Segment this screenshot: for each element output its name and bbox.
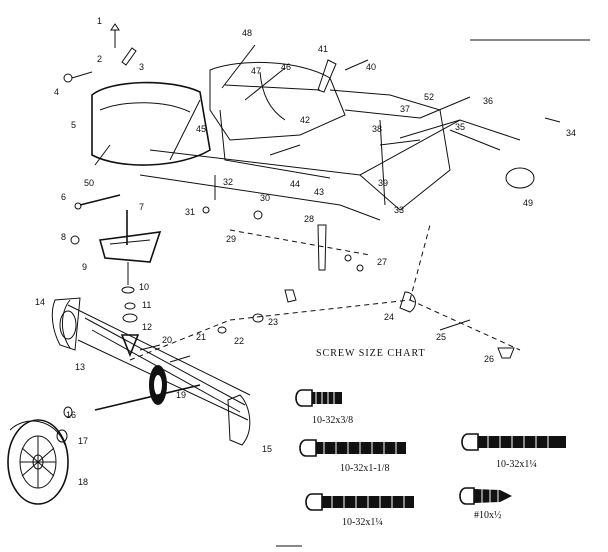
- callout-15: 15: [262, 444, 272, 454]
- screw-label-4: 10-32x1¼: [342, 517, 383, 528]
- callout-18: 18: [78, 477, 88, 487]
- callout-2: 2: [97, 54, 102, 64]
- callout-50: 50: [84, 178, 94, 188]
- callout-6: 6: [61, 192, 66, 202]
- screw-10-32x3-8: [295, 389, 342, 407]
- callout-41: 41: [318, 44, 328, 54]
- screw-10-32x1-1-4-right: [461, 433, 566, 451]
- callout-30: 30: [260, 193, 270, 203]
- callout-21: 21: [196, 332, 206, 342]
- callout-13: 13: [75, 362, 85, 372]
- screw-10-32x1-1-4-bottom: [305, 493, 414, 511]
- callout-16: 16: [66, 410, 76, 420]
- callout-48: 48: [242, 28, 252, 38]
- callout-39: 39: [378, 178, 388, 188]
- callout-44: 44: [290, 179, 300, 189]
- callout-27: 27: [377, 257, 387, 267]
- motor-mount-drawing: [98, 231, 162, 358]
- callout-3: 3: [139, 62, 144, 72]
- callout-14: 14: [35, 297, 45, 307]
- callout-17: 17: [78, 436, 88, 446]
- callout-7: 7: [139, 202, 144, 212]
- callout-52: 52: [424, 92, 434, 102]
- callout-23: 23: [268, 317, 278, 327]
- wheel-drawing: [7, 406, 73, 505]
- callout-5: 5: [71, 120, 76, 130]
- callout-29: 29: [226, 234, 236, 244]
- callout-43: 43: [314, 187, 324, 197]
- screw-chart-title: SCREW SIZE CHART: [316, 348, 426, 359]
- callout-49: 49: [523, 198, 533, 208]
- screw-10x1-2: [459, 487, 512, 505]
- callout-12: 12: [142, 322, 152, 332]
- reel-assembly-drawing: [51, 224, 515, 446]
- callout-40: 40: [366, 62, 376, 72]
- screw-size-chart: SCREW SIZE CHART 10-32x3/8 10-32x1-1/8: [295, 348, 566, 528]
- callout-22: 22: [234, 336, 244, 346]
- callout-45: 45: [196, 124, 206, 134]
- screw-label-1: 10-32x3/8: [312, 415, 353, 426]
- screw-10-32x1-1-8: [299, 439, 406, 457]
- callout-20: 20: [162, 335, 172, 345]
- deck-housing-drawing: [91, 61, 535, 221]
- callout-33: 33: [394, 205, 404, 215]
- callout-46: 46: [281, 62, 291, 72]
- callout-24: 24: [384, 312, 394, 322]
- callout-32: 32: [223, 177, 233, 187]
- callout-1: 1: [97, 16, 102, 26]
- callout-42: 42: [300, 115, 310, 125]
- callout-8: 8: [61, 232, 66, 242]
- callout-26: 26: [484, 354, 494, 364]
- screw-label-3: 10-32x1¼: [496, 459, 537, 470]
- callout-35: 35: [455, 122, 465, 132]
- callout-25: 25: [436, 332, 446, 342]
- screw-label-2: 10-32x1-1/8: [340, 463, 389, 474]
- callout-36: 36: [483, 96, 493, 106]
- assembly-axis-lines: [129, 224, 521, 361]
- callout-31: 31: [185, 207, 195, 217]
- callout-19: 19: [176, 390, 186, 400]
- hardware-parts: [63, 23, 561, 245]
- callout-47: 47: [251, 66, 261, 76]
- callout-37: 37: [400, 104, 410, 114]
- callout-10: 10: [139, 282, 149, 292]
- callout-4: 4: [54, 87, 59, 97]
- callout-9: 9: [82, 262, 87, 272]
- callout-38: 38: [372, 124, 382, 134]
- callout-28: 28: [304, 214, 314, 224]
- callout-labels: 1 2 3 4 5 6 7 8 9 10 11 12 13 14 15 16 1…: [35, 16, 576, 487]
- screw-label-5: #10x½: [474, 510, 502, 521]
- callout-11: 11: [142, 300, 151, 310]
- callout-34: 34: [566, 128, 576, 138]
